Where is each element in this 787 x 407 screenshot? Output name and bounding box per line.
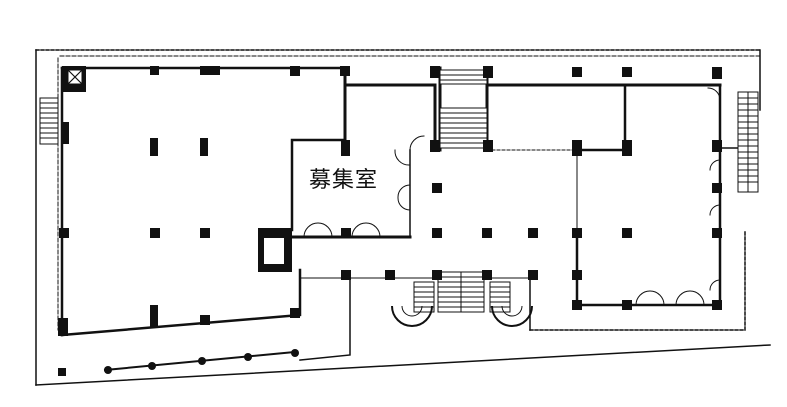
columns: [58, 66, 722, 376]
left-hall-walls: [60, 66, 347, 337]
door-swings: [303, 87, 721, 306]
site-boundary: [35, 49, 771, 386]
room-label-recruit-room: 募集室: [309, 168, 379, 193]
elevator-core: [62, 66, 292, 272]
stairs: [39, 69, 759, 327]
stair-right: [737, 91, 759, 193]
stair-central-top: [439, 69, 488, 149]
recruit-room-walls: [290, 66, 437, 239]
right-room-walls: [486, 83, 741, 307]
stair-left: [39, 97, 59, 145]
setback-line: [57, 55, 761, 331]
stair-entrance: [391, 271, 533, 327]
